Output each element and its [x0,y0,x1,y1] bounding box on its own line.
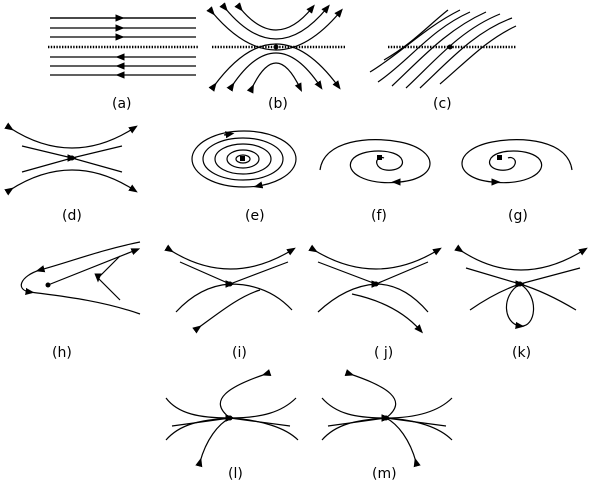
panel-d: (d) [4,122,138,224]
panel-f: (f) [319,139,431,224]
label-a: (a) [112,96,132,112]
panel-k: (k) [454,244,588,361]
label-g: (g) [508,208,528,224]
panel-c: (c) [369,9,517,112]
label-k: (k) [512,345,531,361]
label-c: (c) [433,96,452,112]
label-f: (f) [371,208,387,224]
panel-b: (b) [206,2,346,112]
label-d: (d) [62,208,82,224]
panel-g: (g) [461,139,573,224]
panel-e: (e) [191,130,297,224]
label-h: (h) [52,345,72,361]
panel-i: (i) [164,244,296,361]
label-l: (l) [228,466,243,482]
label-b: (b) [268,96,288,112]
panel-j: ( j) [308,244,442,361]
panel-m: (m) [321,369,453,482]
panel-h: (h) [20,241,141,361]
label-i: (i) [232,345,247,361]
panel-a: (a) [48,14,198,112]
label-e: (e) [245,208,265,224]
label-j: ( j) [374,345,393,361]
label-m: (m) [372,466,397,482]
panel-l: (l) [165,369,299,482]
